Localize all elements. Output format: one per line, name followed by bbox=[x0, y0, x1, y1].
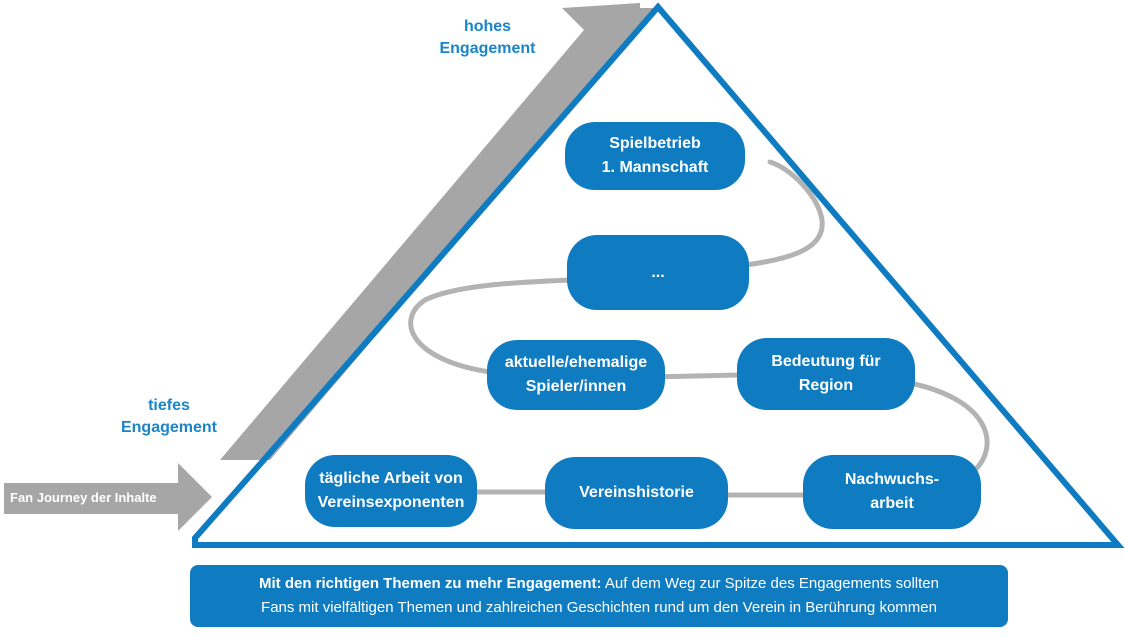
node-ellipsis: ... bbox=[567, 235, 749, 310]
high-engagement-label: hohes Engagement bbox=[439, 18, 536, 57]
low-engagement-label: tiefes Engagement bbox=[120, 397, 217, 436]
content-path bbox=[408, 159, 990, 498]
fan-journey-label: Fan Journey der Inhalte bbox=[10, 489, 157, 505]
journey-arrow bbox=[4, 463, 212, 531]
summary-line-1: Mit den richtigen Themen zu mehr Engagem… bbox=[259, 575, 939, 592]
pyramid-outline bbox=[192, 2, 1125, 548]
engagement-arrow bbox=[220, 3, 655, 460]
node-vereinshistorie: Vereinshistorie bbox=[545, 457, 728, 529]
node-nachwuchs: Nachwuchs-arbeit bbox=[803, 455, 981, 529]
summary-box: Mit den richtigen Themen zu mehr Engagem… bbox=[190, 565, 1008, 627]
summary-line-2: Fans mit vielfältigen Themen und zahlrei… bbox=[261, 599, 937, 616]
